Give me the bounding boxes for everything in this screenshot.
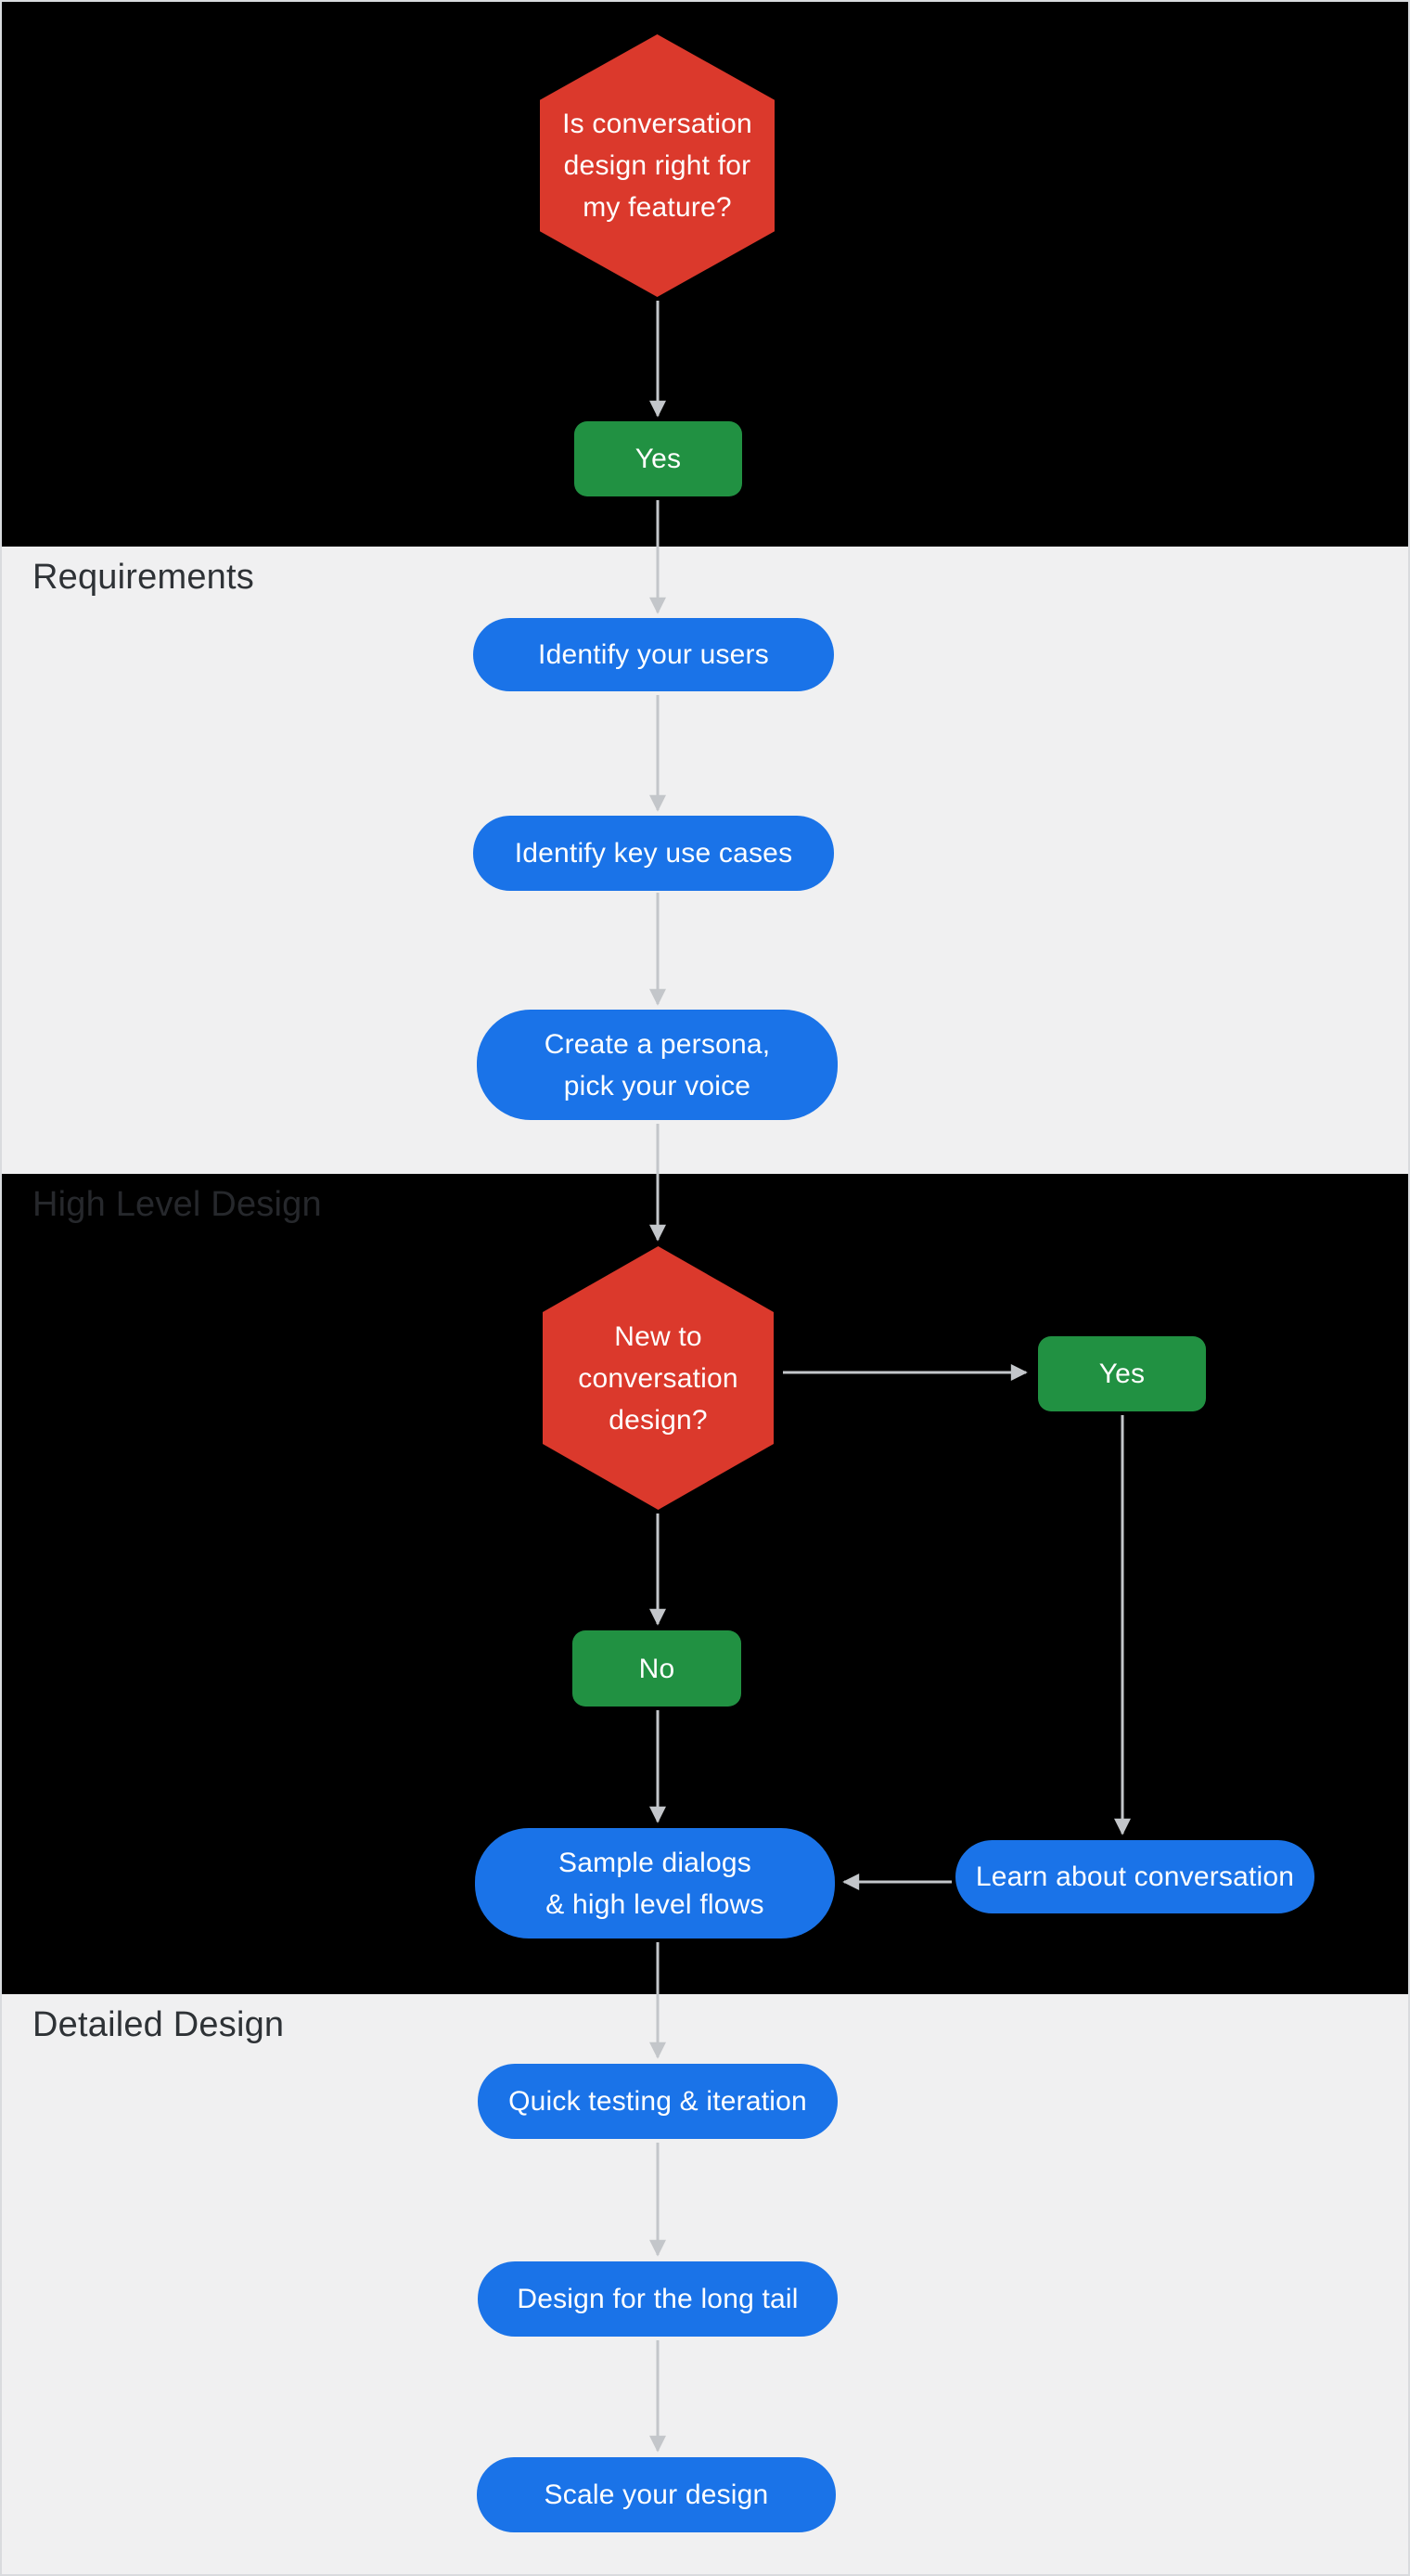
step-line: pick your voice xyxy=(563,1070,751,1101)
decision-is-conversation-design-right: Is conversation design right for my feat… xyxy=(540,34,775,297)
step-quick-testing-iteration[interactable]: Quick testing & iteration xyxy=(478,2064,838,2139)
step-identify-key-use-cases[interactable]: Identify key use cases xyxy=(473,816,834,891)
section-label-requirements: Requirements xyxy=(32,558,254,597)
yes-button-label: Yes xyxy=(634,444,682,474)
step-sample-dialogs-high-level-flows[interactable]: Sample dialogs & high level flows xyxy=(475,1828,835,1938)
step-identify-your-users[interactable]: Identify your users xyxy=(473,618,834,691)
decision-new-to-conversation-design: New to conversation design? xyxy=(543,1246,774,1510)
step-label: Scale your design xyxy=(544,2479,769,2510)
step-line: & high level flows xyxy=(545,1888,764,1920)
yes-button-start[interactable]: Yes xyxy=(574,421,742,496)
step-label: Identify your users xyxy=(538,639,769,670)
decision-line: Is conversation xyxy=(562,109,752,139)
section-label-detailed-design: Detailed Design xyxy=(32,2005,285,2044)
yes-button-label: Yes xyxy=(1098,1359,1146,1389)
step-line: Create a persona, xyxy=(544,1028,771,1060)
step-scale-your-design[interactable]: Scale your design xyxy=(477,2457,836,2532)
section-label-high-level-design: High Level Design xyxy=(32,1185,322,1224)
step-label: Learn about conversation xyxy=(975,1861,1295,1892)
step-design-for-long-tail[interactable]: Design for the long tail xyxy=(478,2261,838,2337)
no-button-new-to-design[interactable]: No xyxy=(572,1630,741,1707)
no-button-label: No xyxy=(638,1653,675,1684)
step-line: Sample dialogs xyxy=(558,1847,751,1878)
step-learn-about-conversation[interactable]: Learn about conversation xyxy=(955,1840,1314,1913)
decision-line: design? xyxy=(609,1404,708,1436)
step-label: Quick testing & iteration xyxy=(508,2086,807,2117)
decision-line: design right for xyxy=(563,150,751,181)
step-create-persona-pick-voice[interactable]: Create a persona, pick your voice xyxy=(477,1010,838,1120)
yes-button-new-to-design[interactable]: Yes xyxy=(1038,1336,1206,1411)
decision-line: conversation xyxy=(578,1362,738,1394)
decision-line: New to xyxy=(614,1320,702,1352)
decision-line: my feature? xyxy=(583,192,732,223)
step-label: Design for the long tail xyxy=(517,2284,799,2314)
step-label: Identify key use cases xyxy=(514,838,793,869)
